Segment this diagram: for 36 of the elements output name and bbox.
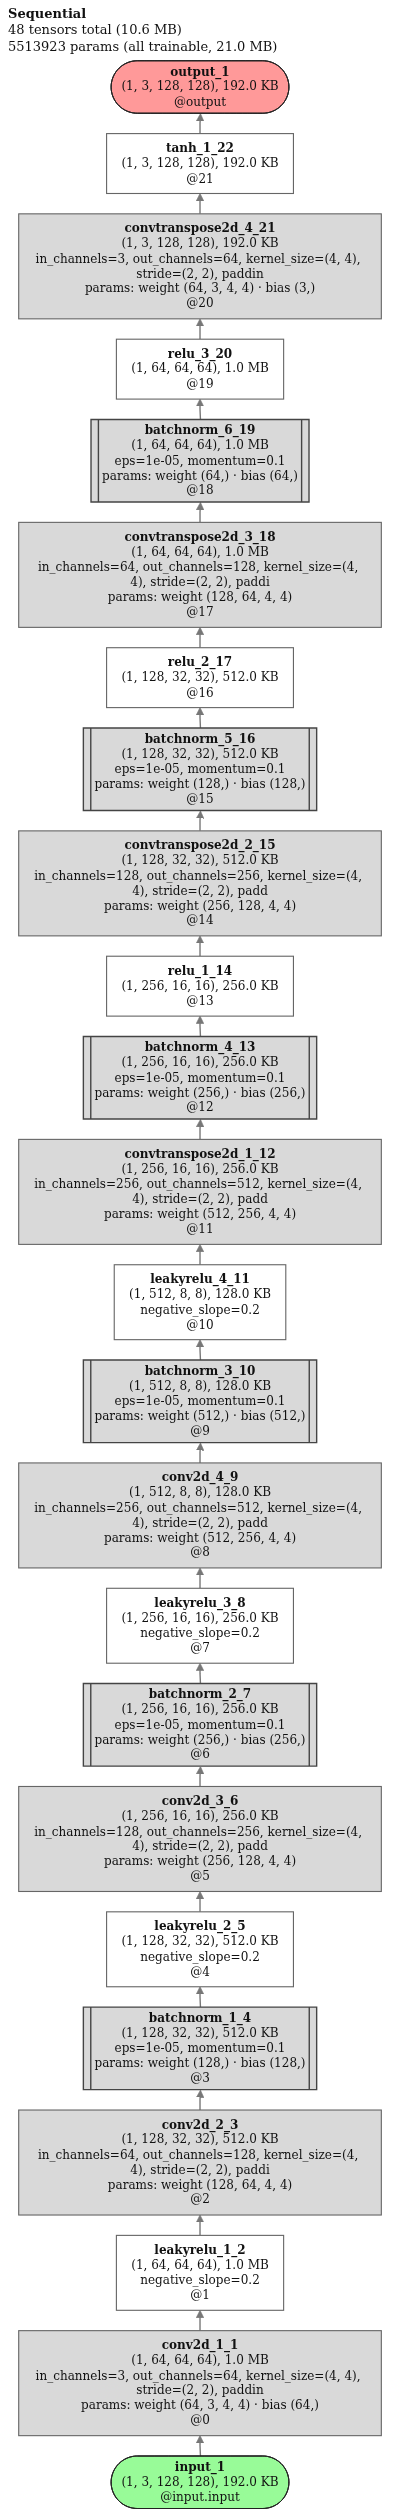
node-box: conv2d_1_1 (1, 64, 64, 64), 1.0 MB in_channels=3, out_channels=64, kernel_size=(4, 4), stride=(2, 2), paddin params: weight (64, 3, 4, 4) · bias (64,) @0 xyxy=(18,2329,382,2436)
arrow xyxy=(196,2089,205,2111)
arrow xyxy=(196,1442,205,1464)
node-box: leakyrelu_3_8 (1, 256, 16, 16), 256.0 KB negative_slope=0.2 @7 xyxy=(106,1587,294,1664)
node-box: leakyrelu_2_5 (1, 128, 32, 32), 512.0 KB negative_slope=0.2 @4 xyxy=(106,1911,294,1988)
arrow xyxy=(196,113,205,135)
arrow xyxy=(195,2309,205,2332)
arrow xyxy=(195,2435,205,2457)
node-box: relu_2_17 (1, 128, 32, 32), 512.0 KB @16 xyxy=(106,646,294,708)
node-box: convtranspose2d_1_12 (1, 256, 16, 16), 256.0 KB in_channels=256, out_channels=512, kernel_size=(4, 4), stride=(2, 2), padd params: weight (512, 256, 4, 4) @11 xyxy=(18,1138,382,1245)
arrow xyxy=(195,1890,205,1913)
node-box: conv2d_4_9 (1, 512, 8, 8), 128.0 KB in_channels=256, out_channels=512, kernel_size=(4, 4), stride=(2, 2), padd params: weight (512, 256, 4, 4) @8 xyxy=(18,1462,382,1569)
arrow xyxy=(195,1243,205,1266)
node-box: convtranspose2d_4_21 (1, 3, 128, 128), 192.0 KB in_channels=3, out_channels=64, kernel_size=(4, 4), stride=(2, 2), paddin params: weight (64, 3, 4, 4) · bias (3,) @20 xyxy=(18,213,382,320)
arrow xyxy=(195,935,205,957)
node-box: conv2d_2_3 (1, 128, 32, 32), 512.0 KB in_channels=64, out_channels=128, kernel_size=(4, 4), stride=(2, 2), paddi params: weight (128, 64, 4, 4) @2 xyxy=(18,2109,382,2216)
node-box: tanh_1_22 (1, 3, 128, 128), 192.0 KB @21 xyxy=(106,132,294,194)
node-box: convtranspose2d_2_15 (1, 128, 32, 32), 512.0 KB in_channels=128, out_channels=256, kernel_size=(4, 4), stride=(2, 2), padd params: weight (256, 128, 4, 4) @14 xyxy=(18,830,382,937)
arrow xyxy=(195,626,205,649)
arrow xyxy=(195,2214,205,2236)
arrow xyxy=(195,192,205,215)
diagram-title: Sequential xyxy=(8,6,88,23)
arrow xyxy=(196,810,205,832)
arrow xyxy=(195,318,205,340)
node-box: leakyrelu_4_11 (1, 512, 8, 8), 128.0 KB negative_slope=0.2 @10 xyxy=(113,1263,287,1340)
node-box: convtranspose2d_3_18 (1, 64, 64, 64), 1.0 MB in_channels=64, out_channels=128, kernel_size=(4, 4), stride=(2, 2), paddi params: weight (128, 64, 4, 4) @17 xyxy=(18,521,382,628)
node-box: conv2d_3_6 (1, 256, 16, 16), 256.0 KB in_channels=128, out_channels=256, kernel_size=(4, 4), stride=(2, 2), padd params: weight (256, 128, 4, 4) @5 xyxy=(18,1785,382,1892)
node-box: relu_3_20 (1, 64, 64, 64), 1.0 MB @19 xyxy=(115,338,285,400)
arrow xyxy=(196,1765,205,1787)
node-box: leakyrelu_1_2 (1, 64, 64, 64), 1.0 MB negative_slope=0.2 @1 xyxy=(115,2234,285,2311)
stats-text: 5513923 params (all trainable, 21.0 MB) xyxy=(8,38,279,55)
stats-text: 48 tensors total (10.6 MB) xyxy=(8,22,183,39)
node-box: relu_1_14 (1, 256, 16, 16), 256.0 KB @13 xyxy=(106,955,294,1017)
arrow xyxy=(196,501,205,523)
arrow xyxy=(195,1567,205,1589)
arrow xyxy=(196,1118,205,1140)
